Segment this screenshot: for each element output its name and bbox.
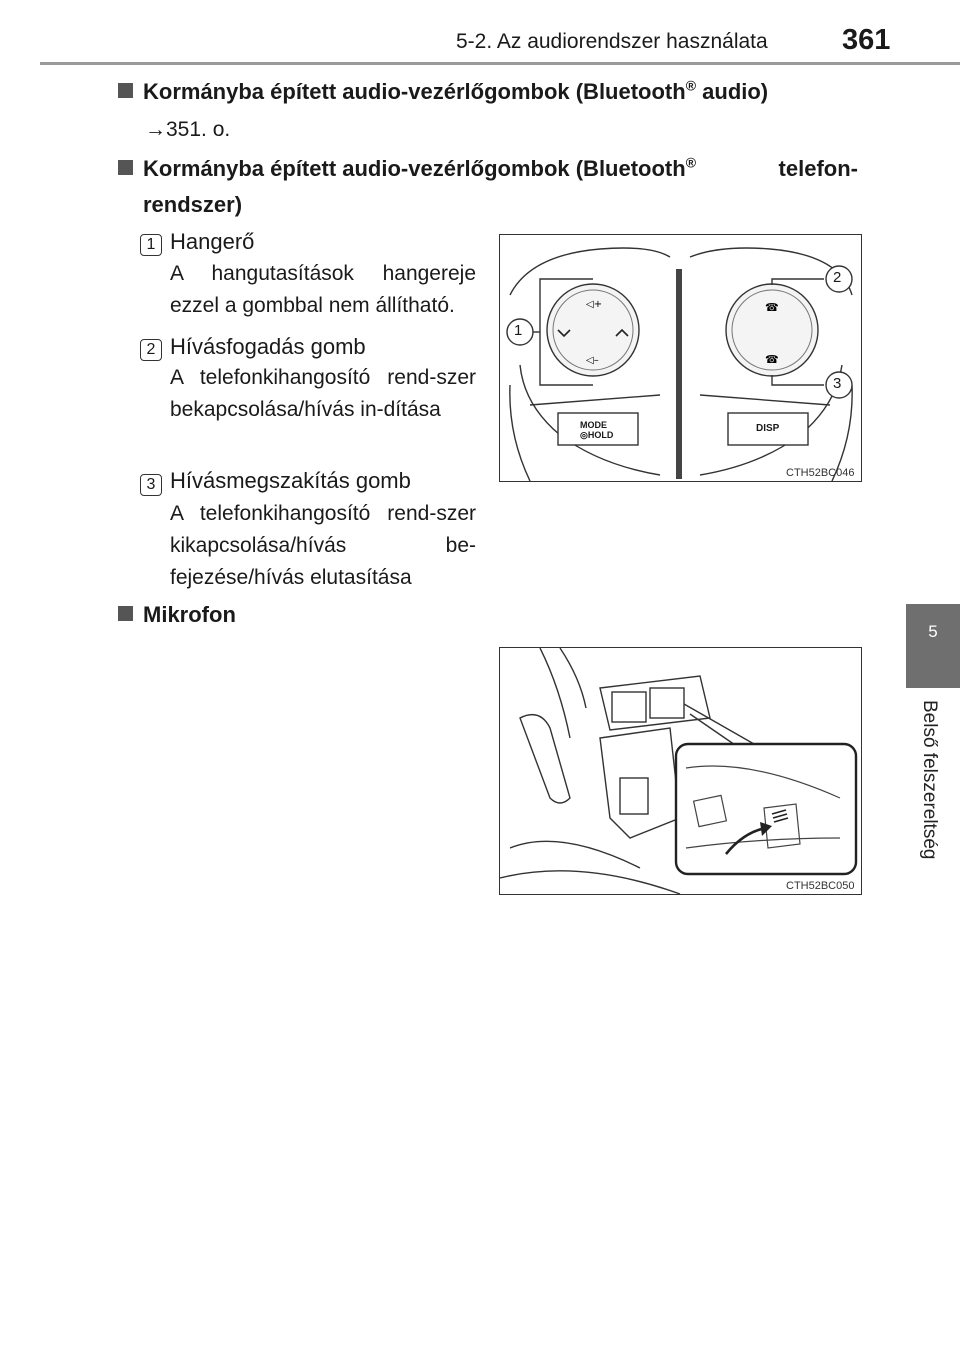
item-title-hangup: Hívásmegszakítás gomb (170, 468, 411, 493)
square-bullet-icon (118, 606, 133, 621)
microphone-figure: CTH52BC050 (499, 647, 862, 895)
steering-switch-figure: ◁+ ◁– ☎ ☎ MODE ◎HOLD DISP 1 2 3 CTH52BC0… (499, 234, 862, 482)
figure-code: CTH52BC050 (786, 880, 855, 892)
item-desc-volume: A hangutasítások hangereje ezzel a gombb… (170, 262, 476, 317)
item-title-volume: Hangerő (170, 229, 255, 254)
steering-switch-illustration: ◁+ ◁– ☎ ☎ (506, 247, 853, 482)
svg-text:◁+: ◁+ (586, 299, 602, 310)
chapter-label: Belső felszereltség (919, 700, 940, 860)
page-number: 361 (842, 24, 891, 56)
chapter-tab (906, 604, 960, 688)
svg-text:☎: ☎ (765, 301, 779, 314)
heading-audio-controls: Kormányba épített audio-vezérlőgombok (B… (118, 74, 768, 110)
figure-code: CTH52BC046 (786, 467, 855, 479)
callout-3: 3 (833, 375, 842, 392)
svg-text:◁–: ◁– (586, 355, 599, 366)
square-bullet-icon (118, 83, 133, 98)
disp-button-label: DISP (756, 423, 780, 434)
item-desc-answer: A telefonkihangosító rend-szer bekapcsol… (170, 366, 476, 421)
item-title-answer: Hívásfogadás gomb (170, 334, 366, 359)
header-rule (40, 62, 960, 65)
heading-microphone: Mikrofon (118, 597, 236, 633)
item-badge-2: 2 (140, 339, 162, 361)
microphone-illustration (499, 647, 858, 895)
audio-page-reference: →351. o. (145, 118, 231, 141)
callout-1: 1 (514, 322, 523, 339)
chapter-number: 5 (928, 622, 938, 641)
section-title: 5-2. Az audiorendszer használata (456, 30, 768, 53)
callout-2: 2 (833, 269, 842, 286)
item-desc-hangup: A telefonkihangosító rend-szer kikapcsol… (170, 502, 476, 589)
item-badge-3: 3 (140, 474, 162, 496)
mode-button-label: MODE ◎HOLD (580, 420, 614, 440)
square-bullet-icon (118, 160, 133, 175)
item-badge-1: 1 (140, 234, 162, 256)
heading-phone-controls: Kormányba épített audio-vezérlőgombok (B… (118, 151, 858, 223)
svg-text:☎: ☎ (765, 353, 779, 366)
